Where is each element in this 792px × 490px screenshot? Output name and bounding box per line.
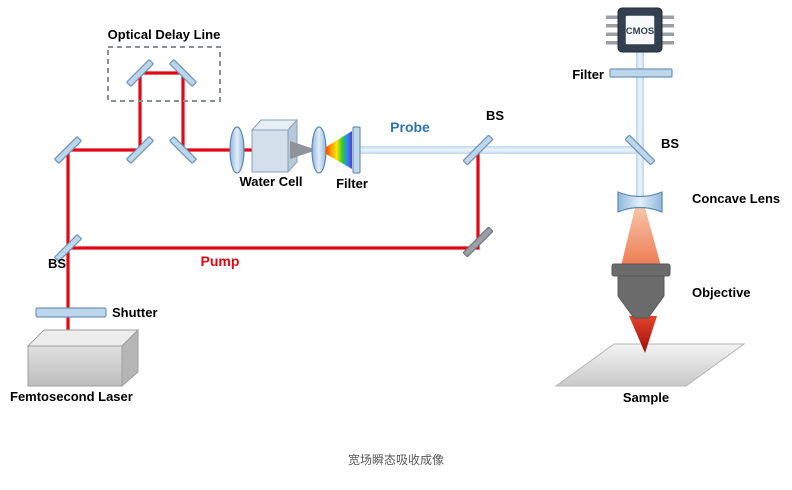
cmos-label-plate: [624, 14, 656, 46]
delay-mirror-upper-right-icon: [169, 59, 197, 87]
probe-beam-vertical: [636, 150, 644, 198]
delay-mirror-lower-left-icon: [126, 136, 154, 164]
cmos-pins: [606, 15, 674, 45]
probe-filter-label: Filter: [336, 176, 368, 191]
focused-beam-cone: [629, 316, 657, 353]
water-cell-cube: [250, 118, 299, 174]
white-light-cone: [290, 141, 317, 159]
femtosecond-laser-label: Femtosecond Laser: [10, 389, 133, 404]
optical-delay-line-box: [107, 46, 221, 102]
bs-probe-label: BS: [486, 108, 504, 123]
pump-label: Pump: [201, 253, 240, 269]
concave-lens-icon: [617, 191, 663, 213]
beam-splitter-lower-icon: [54, 234, 82, 262]
bs-upper-right-label: BS: [661, 136, 679, 151]
camera-filter-label: Filter: [572, 67, 604, 82]
corner-mirror-icon: [54, 136, 82, 164]
beam-splitter-probe-icon: [462, 134, 494, 166]
lens-before-water-cell-icon: [229, 126, 245, 174]
pump-mirror-icon: [462, 226, 494, 258]
water-cell-front: [251, 129, 289, 173]
probe-label: Probe: [390, 119, 430, 135]
figure-caption: 宽场瞬态吸收成像: [348, 452, 444, 467]
concave-lens-label: Concave Lens: [692, 191, 780, 206]
camera-beam-vertical: [636, 46, 644, 150]
delay-mirror-lower-right-icon: [169, 136, 197, 164]
pump-beam: [66, 71, 480, 338]
delay-mirror-upper-left-icon: [126, 59, 154, 87]
shutter-icon: [35, 307, 107, 318]
water-cell-label: Water Cell: [239, 174, 302, 189]
objective-icon: [611, 263, 671, 319]
beam-splitter-upper-right-icon: [624, 134, 656, 166]
laser-box-top: [26, 329, 140, 347]
camera-filter-icon: [609, 68, 673, 78]
sample-stage: [554, 343, 746, 387]
cmos-camera: CMOS: [606, 7, 674, 53]
shutter-label: Shutter: [112, 305, 158, 320]
lens-after-water-cell-icon: [311, 126, 327, 174]
probe-filter-icon: [352, 126, 361, 174]
optical-delay-line-label: Optical Delay Line: [108, 27, 221, 42]
cmos-label: CMOS: [626, 26, 655, 37]
femtosecond-laser-box: [26, 328, 140, 388]
supercontinuum-rainbow: [326, 131, 352, 169]
sample-label: Sample: [623, 390, 669, 405]
diverging-beam: [621, 204, 661, 266]
bs-lower-label: BS: [48, 256, 66, 271]
laser-box-front: [27, 345, 123, 387]
objective-label: Objective: [692, 285, 751, 300]
probe-beam-horizontal: [358, 146, 642, 154]
